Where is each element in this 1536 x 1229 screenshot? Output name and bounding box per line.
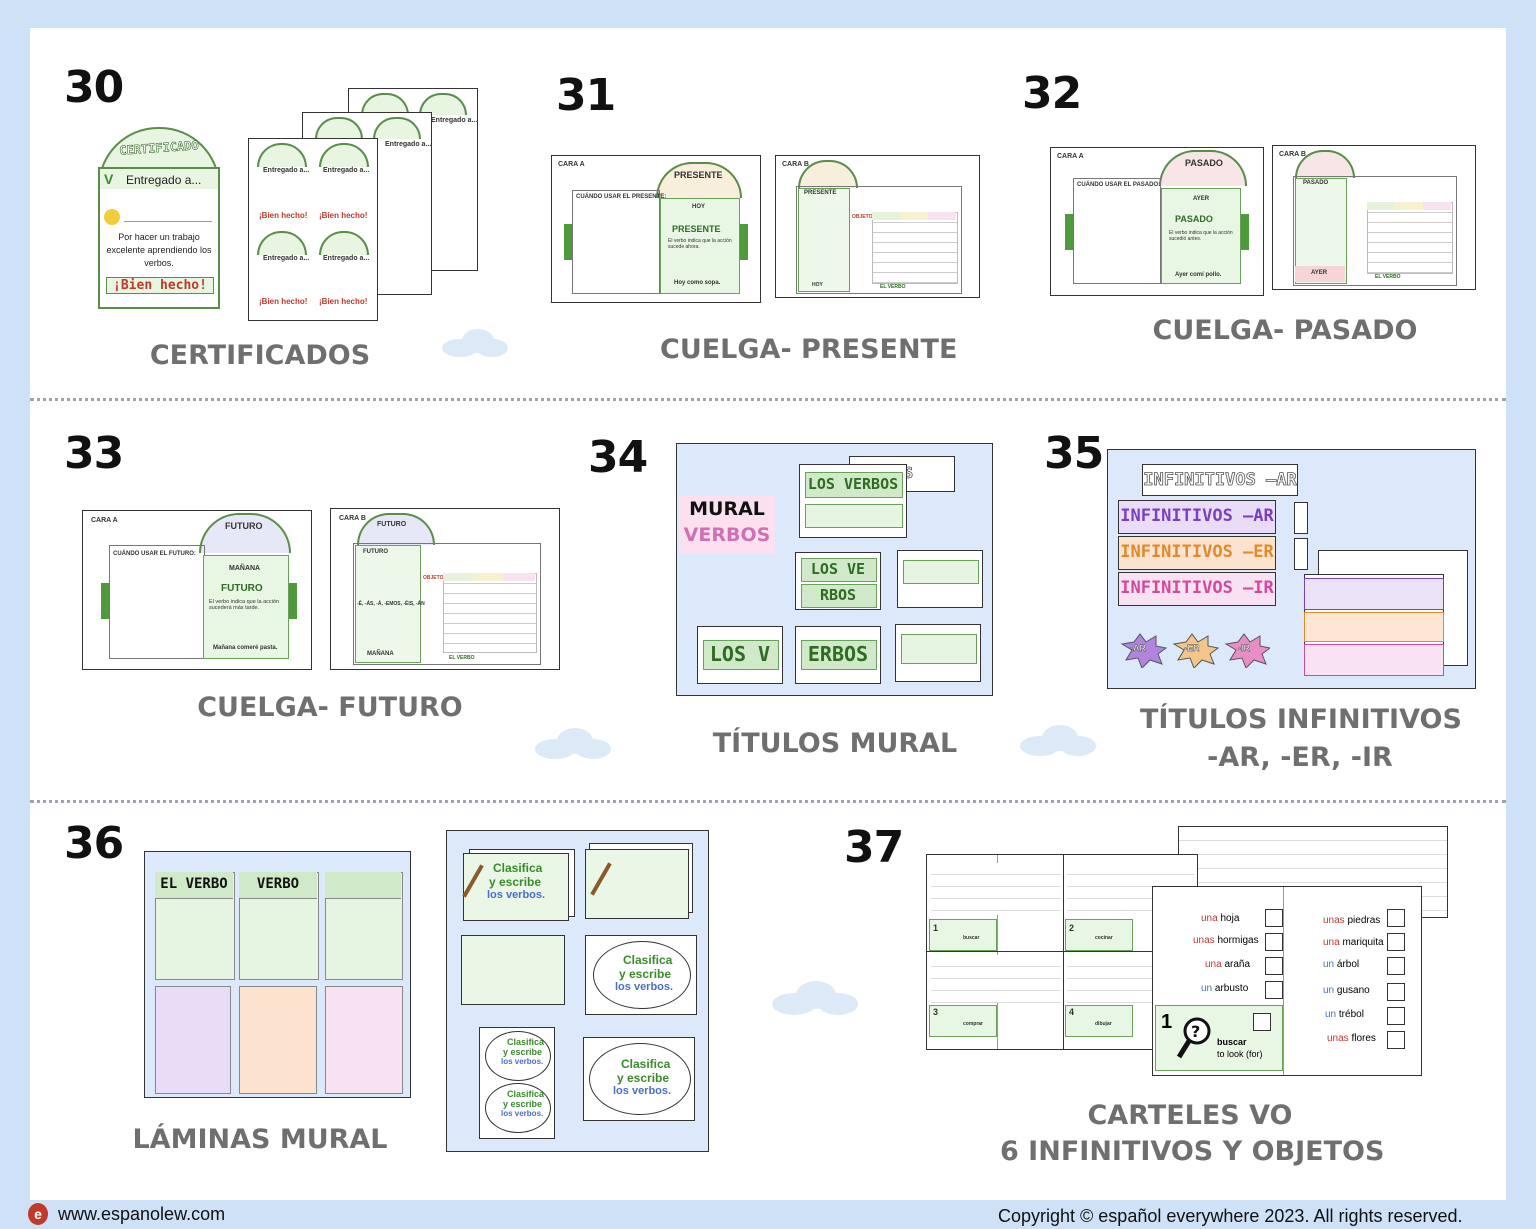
futuro-cara-a[interactable]: CARA A FUTURO CUÁNDO USAR EL FUTURO: MAÑ… <box>82 510 312 670</box>
item-gusano: un gusano <box>1323 985 1370 996</box>
section-caption: CUELGA- PASADO <box>1152 315 1418 346</box>
section-caption: TÍTULOS INFINITIVOS <box>1140 704 1462 735</box>
presente-cara-b[interactable]: CARA B PRESENTE OBJETO HOY EL VERBO <box>775 155 980 298</box>
item-piedras: unas piedras <box>1323 915 1381 926</box>
certificate-sheet: Entregado a... Entregado a... ¡Bien hech… <box>248 138 378 321</box>
pasado-cara-a[interactable]: CARA A PASADO CUÁNDO USAR EL PASADO: AYE… <box>1050 147 1264 296</box>
section-caption-2: -AR, -ER, -IR <box>1207 742 1393 773</box>
item-trebol: un trébol <box>1325 1009 1364 1020</box>
section-number: 34 <box>588 432 648 483</box>
svg-text:?: ? <box>1191 1022 1200 1041</box>
cloud-icon <box>772 981 858 1015</box>
burst-badges-icon <box>1120 633 1270 668</box>
smiley-icon <box>104 209 120 225</box>
cloud-icon <box>535 728 611 759</box>
verb-en: to look (for) <box>1217 1049 1263 1059</box>
cartel-sheet-front[interactable]: una hoja unas hormigas una araña un arbu… <box>1152 886 1422 1076</box>
item-hoja: una hoja <box>1201 913 1240 924</box>
verb-number: 1 <box>1161 1011 1173 1033</box>
section-number: 35 <box>1044 428 1104 479</box>
copyright-text: Copyright © español everywhere 2023. All… <box>998 1206 1463 1226</box>
brand-logo-icon: e <box>28 1203 48 1225</box>
section-number: 33 <box>64 428 124 479</box>
infinitivos-titles-sheet[interactable]: INFINITIVOS –AR INFINITIVOS –AR INFINITI… <box>1107 449 1476 689</box>
cloud-icon <box>442 329 508 357</box>
item-flores: unas flores <box>1327 1033 1376 1044</box>
bien-hecho-badge: ¡Bien hecho! <box>106 277 214 294</box>
item-arana: una araña <box>1205 959 1251 970</box>
laminas-sheet[interactable]: EL VERBO VERBO <box>144 851 411 1098</box>
certificate-card[interactable]: CERTIFICADO V Entregado a... Por hacer u… <box>98 127 220 309</box>
mural-titles-sheet[interactable]: MURAL VERBOS RBOS LOS VERBOS LOS VE RBOS… <box>676 443 993 696</box>
futuro-cara-b[interactable]: CARA B FUTURO FUTURO -É, -ÁS, -Á, -EMOS,… <box>330 508 560 670</box>
mural-label: MURAL <box>689 498 765 520</box>
verbos-label: VERBOS <box>683 524 771 546</box>
section-number: 30 <box>64 62 124 113</box>
clasifica-sheet[interactable]: Clasifica y escribe los verbos. Clasific… <box>446 830 709 1152</box>
entregado-label: Entregado a... <box>126 173 202 187</box>
section-caption: CUELGA- PRESENTE <box>660 334 958 365</box>
pasado-cara-b[interactable]: CARA B PASADO AYER EL VERBO <box>1272 145 1476 290</box>
section-caption: TÍTULOS MURAL <box>712 728 958 759</box>
item-arbusto: un arbusto <box>1201 983 1249 994</box>
cloud-icon <box>1020 725 1096 756</box>
row-divider-2 <box>30 800 1506 803</box>
magnifier-question-icon: ? <box>1176 1017 1211 1059</box>
section-caption: CUELGA- FUTURO <box>197 692 463 723</box>
item-mariquita: una mariquita <box>1323 937 1384 948</box>
section-caption: LÁMINAS MURAL <box>132 1124 388 1155</box>
item-hormigas: unas hormigas <box>1193 935 1259 946</box>
check-mark: V <box>104 171 114 187</box>
verb-es: buscar <box>1217 1037 1247 1047</box>
website-link[interactable]: www.espanolew.com <box>58 1204 226 1224</box>
section-number: 31 <box>556 70 616 121</box>
section-number: 37 <box>844 822 904 873</box>
row-divider-1 <box>30 398 1506 401</box>
section-number: 32 <box>1022 68 1082 119</box>
col-el-verbo: EL VERBO <box>160 876 228 892</box>
section-caption: CARTELES VO <box>1087 1100 1293 1131</box>
section-number: 36 <box>64 818 124 869</box>
certificate-body: Por hacer un trabajo excelente aprendien… <box>106 232 212 268</box>
section-caption-2: 6 INFINITIVOS Y OBJETOS <box>1000 1136 1385 1167</box>
col-verbo: VERBO <box>256 876 300 892</box>
section-caption: CERTIFICADOS <box>149 340 371 371</box>
item-arbol: un árbol <box>1323 959 1360 970</box>
presente-cara-a[interactable]: CARA A PRESENTE CUÁNDO USAR EL PRESENTE:… <box>551 155 761 303</box>
